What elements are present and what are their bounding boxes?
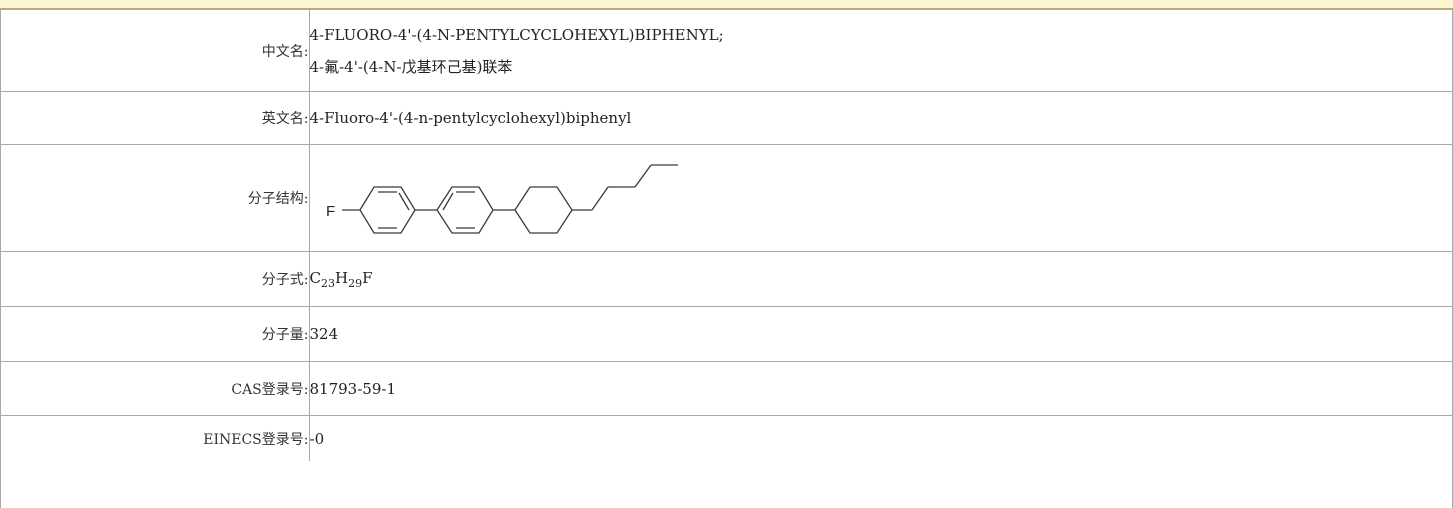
fluorine-atom-label: F — [326, 203, 335, 220]
pentyl-chain-2 — [590, 186, 609, 211]
english-name-label: 英文名: — [0, 91, 310, 145]
formula-c-count: 23 — [320, 276, 335, 290]
benzene-ring-1 — [358, 186, 416, 234]
cas-value: 81793-59-1 — [309, 361, 1453, 416]
table-row-english-name: 英文名: 4-Fluoro-4'-(4-n-pentylcyclohexyl)b… — [0, 91, 1453, 145]
compound-info-table: 中文名: 4-FLUORO-4'-(4-N-PENTYLCYCLOHEXYL)B… — [0, 9, 1453, 461]
cas-label: CAS登录号: — [0, 361, 310, 416]
structure-value: F — [309, 144, 1453, 252]
molecular-weight-value: 324 — [309, 306, 1453, 362]
formula-c: C — [309, 268, 321, 287]
table-row-einecs: EINECS登录号: -0 — [0, 415, 1453, 461]
table-row-molecular-weight: 分子量: 324 — [0, 306, 1453, 362]
pentyl-chain-4 — [633, 164, 652, 188]
chinese-name-label: 中文名: — [0, 9, 310, 92]
table-row-structure: 分子结构: — [0, 144, 1453, 252]
formula-label: 分子式: — [0, 251, 310, 307]
einecs-value: -0 — [309, 415, 1453, 461]
chinese-name-line-2: 4-氟-4'-(4-N-戊基环己基)联苯 — [309, 57, 513, 76]
einecs-label: EINECS登录号: — [0, 415, 310, 461]
molecular-weight-label: 分子量: — [0, 306, 310, 362]
header-band — [0, 0, 1453, 9]
formula-h-count: 29 — [348, 276, 363, 290]
english-name-value: 4-Fluoro-4'-(4-n-pentylcyclohexyl)biphen… — [309, 91, 1453, 145]
benzene-ring-2 — [435, 186, 494, 234]
table-row-formula: 分子式: C23H29F — [0, 251, 1453, 307]
table-row-cas: CAS登录号: 81793-59-1 — [0, 361, 1453, 416]
formula-value: C23H29F — [309, 251, 1453, 307]
formula-h: H — [334, 268, 349, 287]
table-row-chinese-name: 中文名: 4-FLUORO-4'-(4-N-PENTYLCYCLOHEXYL)B… — [0, 9, 1453, 92]
structure-label: 分子结构: — [0, 144, 310, 252]
chinese-name-line-1: 4-FLUORO-4'-(4-N-PENTYLCYCLOHEXYL)BIPHEN… — [309, 25, 724, 44]
chinese-name-value: 4-FLUORO-4'-(4-N-PENTYLCYCLOHEXYL)BIPHEN… — [309, 9, 1453, 92]
cyclohexane-ring — [513, 186, 573, 234]
formula-f: F — [362, 268, 373, 287]
molecular-structure-image: F — [326, 164, 678, 234]
